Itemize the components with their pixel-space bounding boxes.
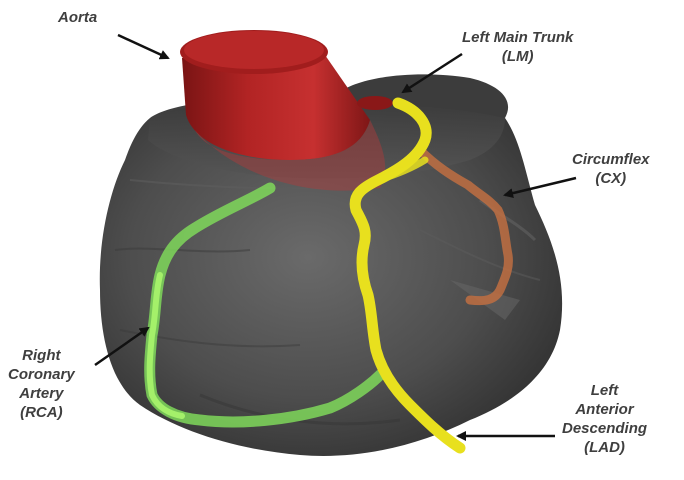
rca-label: Right Coronary Artery (RCA): [8, 346, 75, 422]
aorta-label: Aorta: [58, 8, 97, 27]
lad-label-line: (LAD): [562, 438, 647, 457]
lad-label-line: Anterior: [562, 400, 647, 419]
aorta-arrow: [118, 35, 168, 58]
rca-label-line: Coronary: [8, 365, 75, 384]
aorta-label-line: Aorta: [58, 8, 97, 27]
lm-label-line: Left Main Trunk: [462, 28, 573, 47]
rca-label-line: (RCA): [8, 403, 75, 422]
rca-label-line: Right: [8, 346, 75, 365]
lad-label: Left Anterior Descending (LAD): [562, 381, 647, 457]
cx-label-line: (CX): [572, 169, 650, 188]
left-main-trunk-vessel: [357, 96, 393, 110]
lm-label-line: (LM): [462, 47, 573, 66]
lm-label: Left Main Trunk (LM): [462, 28, 573, 66]
cx-label-line: Circumflex: [572, 150, 650, 169]
rca-label-line: Artery: [8, 384, 75, 403]
cx-label: Circumflex (CX): [572, 150, 650, 188]
lad-label-line: Left: [562, 381, 647, 400]
lad-label-line: Descending: [562, 419, 647, 438]
